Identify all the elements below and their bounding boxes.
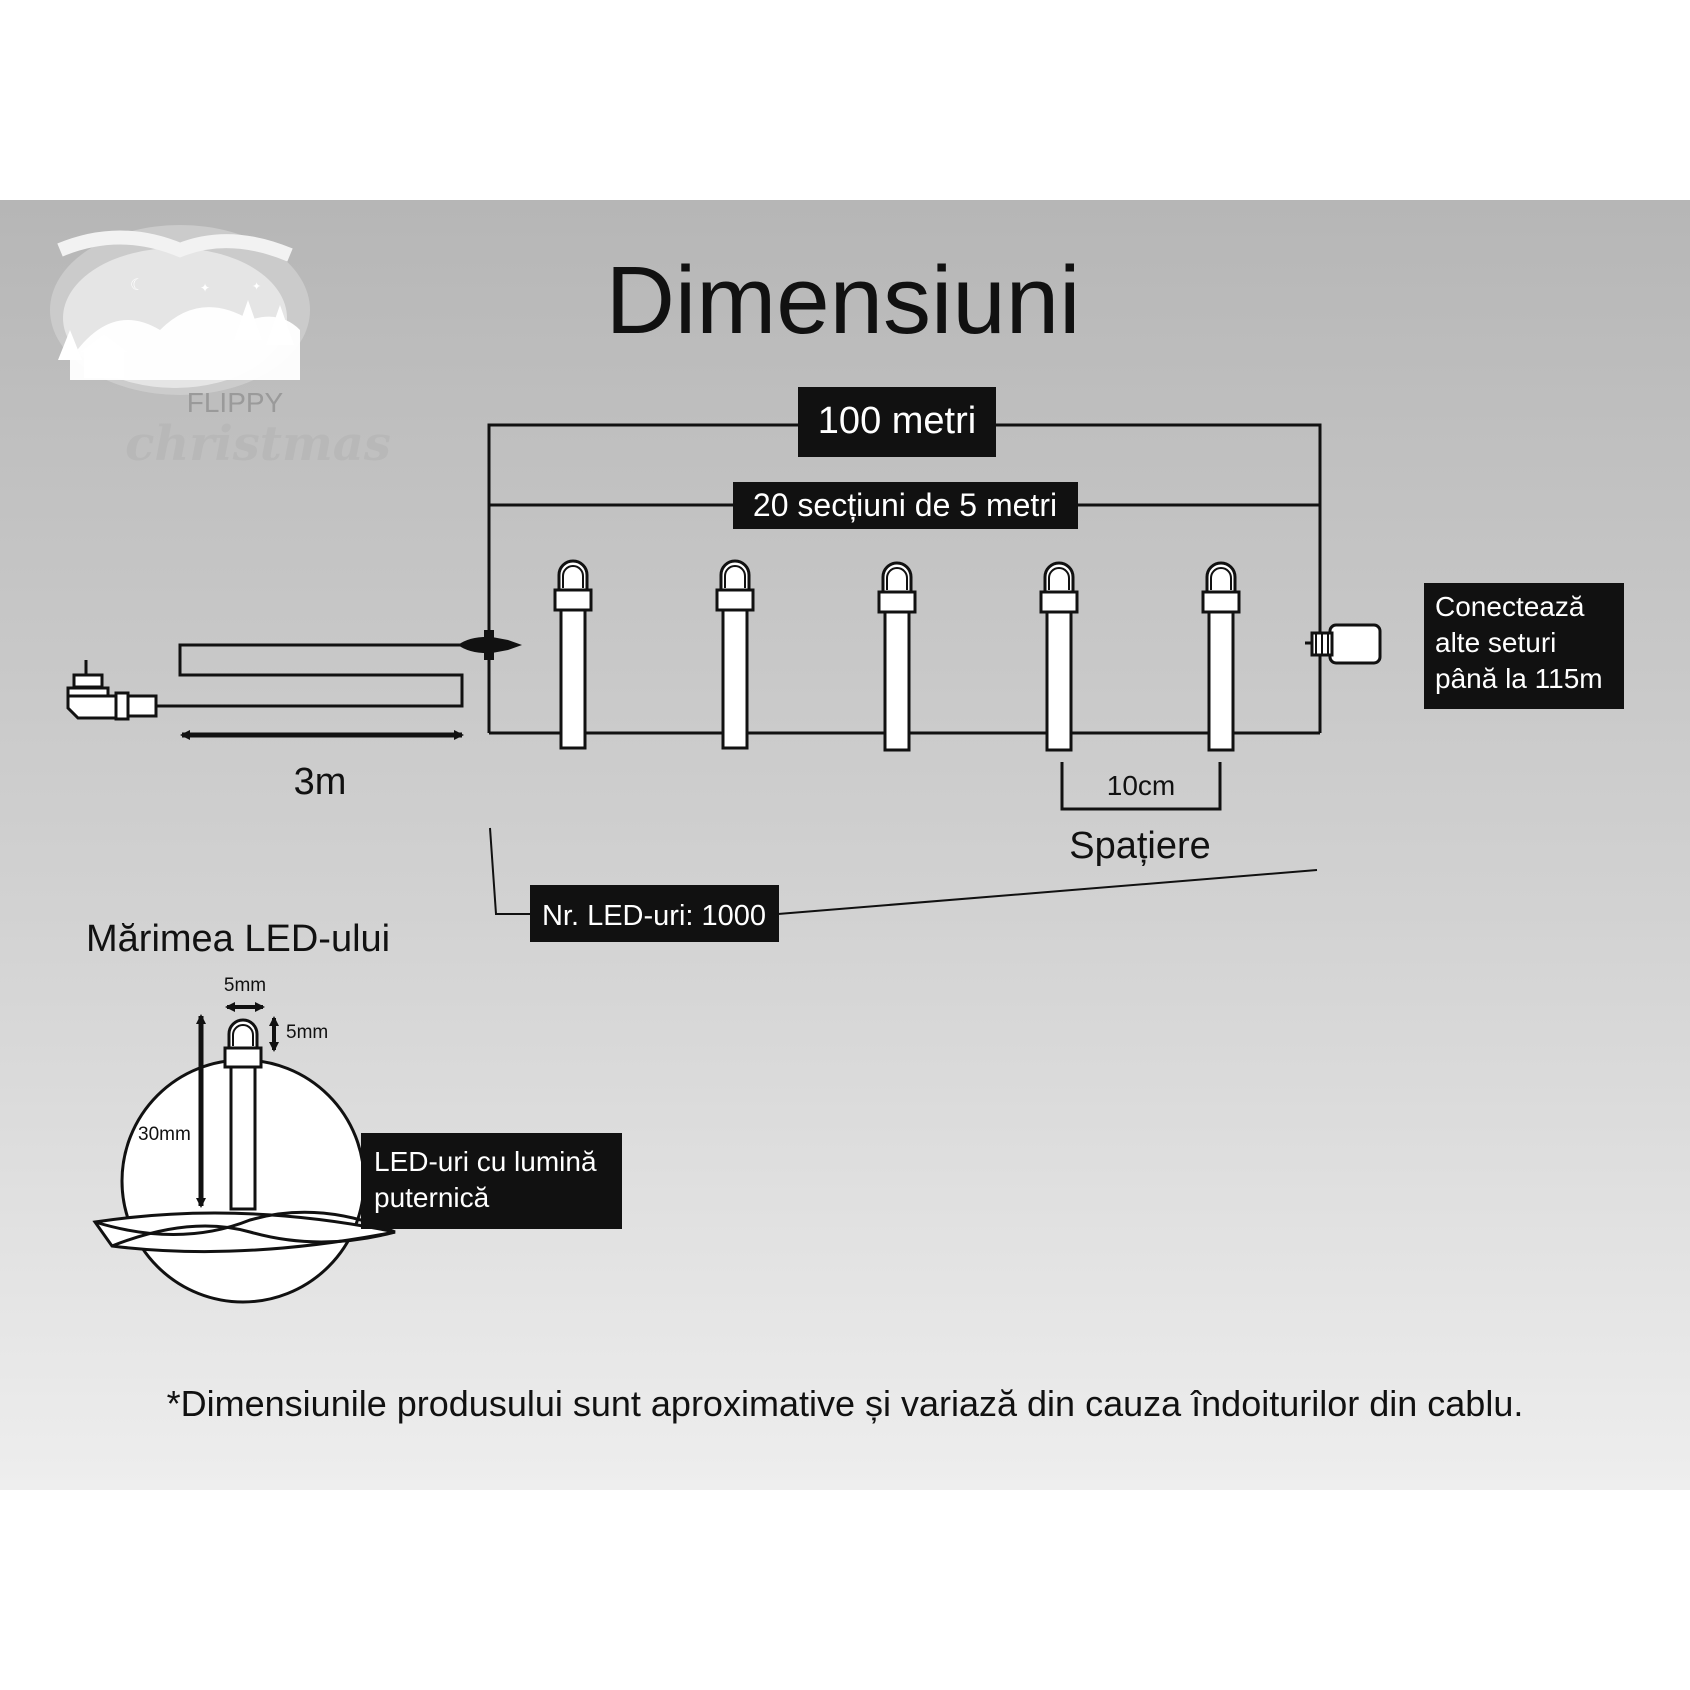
footnote: *Dimensiunile produsului sunt aproximati…: [167, 1383, 1524, 1424]
led-height-label: 5mm: [286, 1022, 328, 1043]
inline-connector: [458, 630, 522, 660]
connect-badge: [1424, 583, 1624, 709]
lead-cable: [160, 643, 464, 708]
led-count-badge: [530, 885, 779, 942]
bright-led-badge: [361, 1133, 622, 1229]
led-count-label: Nr. LED-uri: 1000: [542, 900, 766, 932]
bright-led-line-2: puternică: [374, 1182, 490, 1213]
led-bulb: [1201, 561, 1241, 752]
spacing-bracket: [1060, 762, 1222, 811]
led-count-leader-right: [777, 869, 1318, 915]
svg-text:☾: ☾: [130, 277, 144, 294]
lead-length-label: 3m: [294, 761, 347, 803]
spacing-label: Spațiere: [1069, 825, 1211, 867]
svg-text:✦: ✦: [200, 281, 210, 295]
led-width-label: 5mm: [224, 975, 266, 996]
total-length-label: 100 metri: [818, 400, 976, 442]
page-title: Dimensiuni: [606, 247, 1081, 354]
svg-text:✦: ✦: [252, 281, 261, 293]
total-length-badge: [798, 387, 996, 457]
led-bulb: [1039, 561, 1079, 752]
sections-label: 20 secțiuni de 5 metri: [753, 487, 1057, 523]
sections-badge: [733, 482, 1078, 529]
led-bulb: [877, 561, 917, 752]
led-count-leader-left: [489, 827, 531, 915]
connect-line-2: alte seturi: [1435, 627, 1556, 658]
end-connector: [1310, 623, 1382, 665]
brand-logo: ☾ ✦ ✦ FLIPPY christmas: [50, 225, 391, 472]
led-bulb: [553, 559, 593, 750]
connect-line-3: până la 115m: [1435, 663, 1603, 694]
led-size-title: Mărimea LED-ului: [86, 918, 390, 960]
led-bulb: [715, 559, 755, 750]
connect-line-1: Conectează: [1435, 591, 1585, 622]
bright-led-line-1: LED-uri cu lumină: [374, 1146, 597, 1177]
led-bulbs: [553, 559, 1241, 752]
brand-name-top: FLIPPY: [187, 387, 284, 418]
power-adapter-icon: [66, 660, 166, 721]
led-total-label: 30mm: [138, 1124, 191, 1145]
spacing-value: 10cm: [1107, 770, 1175, 801]
led-size-detail: [92, 1002, 396, 1304]
brand-name-bottom: christmas: [125, 416, 391, 472]
